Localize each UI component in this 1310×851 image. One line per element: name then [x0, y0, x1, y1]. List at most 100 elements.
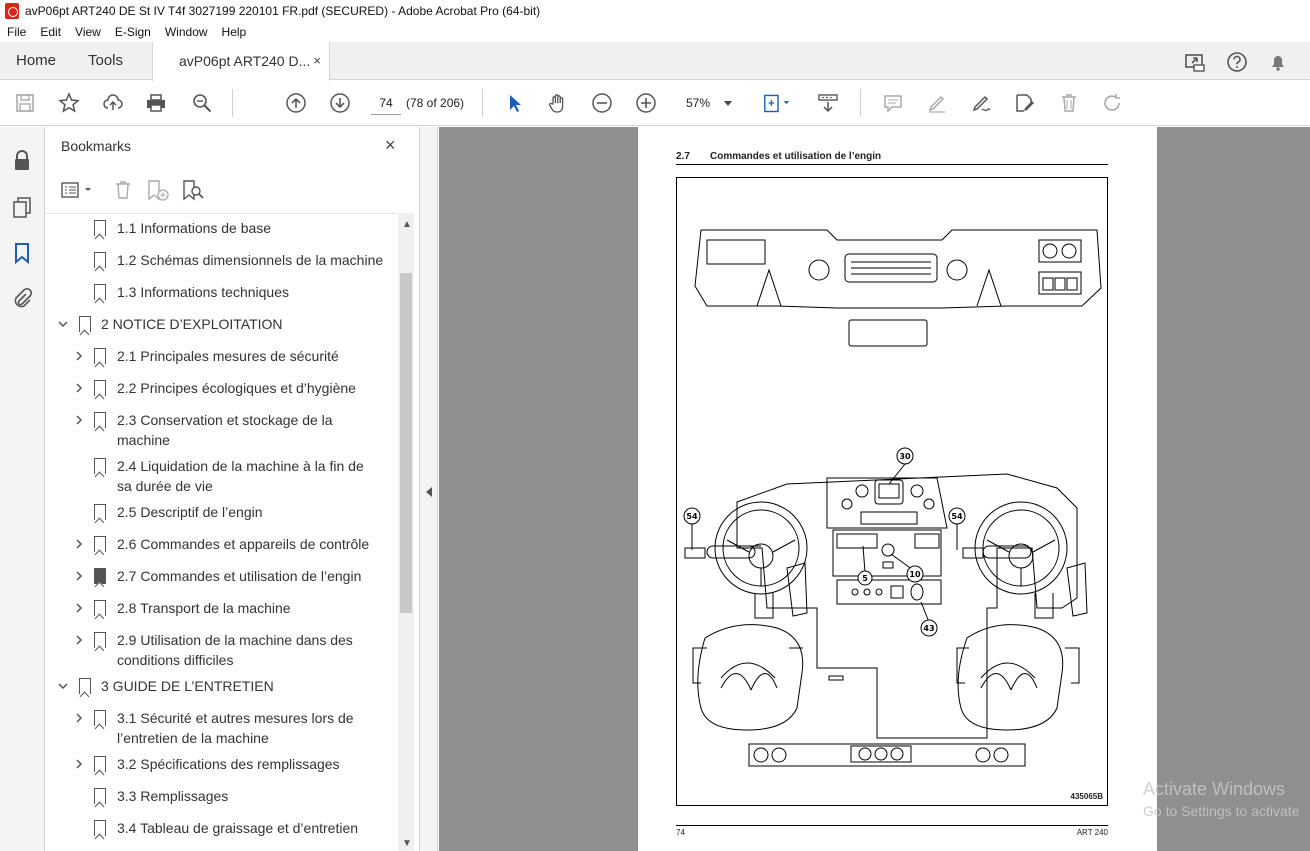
footer-page-number: 74	[676, 828, 685, 837]
share-screen-icon[interactable]	[1184, 51, 1206, 73]
select-cursor-icon[interactable]	[503, 91, 527, 115]
watermark-line-1: Activate Windows	[1143, 779, 1286, 799]
bookmark-item-current[interactable]: 2.7 Commandes et utilisation de l’engin	[45, 566, 397, 590]
bookmark-options-icon[interactable]	[61, 181, 95, 199]
bookmark-item[interactable]: 2.8 Transport de la machine	[45, 598, 397, 622]
menu-view[interactable]: View	[75, 25, 101, 39]
bookmark-label-continued: sa durée de vie	[117, 478, 213, 494]
bookmark-item[interactable]: 2.1 Principales mesures de sécurité	[45, 346, 397, 370]
chevron-down-icon[interactable]	[57, 680, 69, 692]
zoom-find-icon[interactable]	[190, 91, 214, 115]
highlight-pen-icon[interactable]	[925, 91, 949, 115]
close-icon[interactable]: ×	[385, 135, 396, 155]
attachments-paperclip-icon[interactable]	[10, 287, 34, 311]
find-bookmark-icon[interactable]	[181, 179, 205, 201]
chevron-right-icon[interactable]	[73, 350, 85, 362]
page-count-label: (78 of 206)	[406, 96, 465, 110]
chevron-right-icon[interactable]	[73, 602, 85, 614]
fit-page-icon[interactable]	[760, 91, 796, 115]
bookmark-label: 2.5 Descriptif de l’engin	[117, 504, 263, 520]
bookmark-item[interactable]: 2.3 Conservation et stockage de la machi…	[45, 410, 397, 454]
delete-bookmark-icon[interactable]	[113, 179, 133, 201]
zoom-in-icon[interactable]	[634, 91, 658, 115]
bookmark-icon	[94, 820, 106, 836]
bookmark-item[interactable]: 2.9 Utilisation de la machine dans des c…	[45, 630, 397, 674]
cab-controls-drawing: 30 54 54 5 10 43	[683, 229, 1102, 767]
new-bookmark-icon[interactable]	[146, 179, 170, 201]
bookmark-label: 2.2 Principes écologiques et d’hygiène	[117, 380, 356, 396]
next-page-icon[interactable]	[328, 91, 352, 115]
window-title: avP06pt ART240 DE St IV T4f 3027199 2201…	[25, 4, 541, 18]
callout-5: 5	[862, 574, 868, 583]
bookmark-icon	[94, 458, 106, 474]
chevron-right-icon[interactable]	[73, 382, 85, 394]
cab-controls-figure: 30 54 54 5 10 43 435065B	[676, 177, 1108, 806]
collapse-left-icon[interactable]	[426, 487, 432, 497]
menu-edit[interactable]: Edit	[40, 25, 62, 39]
page-number-input[interactable]: 74	[371, 91, 401, 115]
bookmark-item[interactable]: 3.4 Tableau de graissage et d’entretien	[45, 818, 397, 842]
menu-window[interactable]: Window	[164, 25, 208, 39]
bookmark-icon	[94, 600, 106, 616]
save-icon[interactable]	[13, 91, 37, 115]
bookmark-item[interactable]: 2 NOTICE D’EXPLOITATION	[45, 314, 397, 338]
tab-close-icon[interactable]: ×	[313, 53, 321, 68]
bookmark-icon	[94, 504, 106, 520]
upload-cloud-icon[interactable]	[101, 91, 125, 115]
help-icon[interactable]	[1226, 51, 1248, 73]
menu-help[interactable]: Help	[221, 25, 247, 39]
tab-home[interactable]: Home	[16, 52, 57, 69]
delete-icon[interactable]	[1057, 91, 1081, 115]
hand-tool-icon[interactable]	[546, 91, 570, 115]
bookmarks-panel-icon[interactable]	[10, 241, 34, 265]
bookmarks-scrollbar[interactable]: ▲ ▼	[398, 213, 414, 851]
bookmark-icon	[94, 568, 106, 584]
zoom-select[interactable]: 57%	[678, 91, 740, 115]
zoom-out-icon[interactable]	[590, 91, 614, 115]
bookmark-item[interactable]: 2.2 Principes écologiques et d’hygiène	[45, 378, 397, 402]
bookmark-item[interactable]: 2.6 Commandes et appareils de contrôle	[45, 534, 397, 558]
print-icon[interactable]	[144, 91, 168, 115]
bookmark-item[interactable]: 3 GUIDE DE L’ENTRETIEN	[45, 676, 397, 700]
toolbar: 74 (78 of 206) 57%	[0, 81, 1310, 126]
bookmark-item[interactable]: 2.4 Liquidation de la machine à la fin d…	[45, 456, 397, 500]
bookmark-item[interactable]: 3.1 Sécurité et autres mesures lors de l…	[45, 708, 397, 752]
bookmark-item[interactable]: 1.2 Schémas dimensionnels de la machine	[45, 250, 397, 274]
bookmark-item[interactable]: 3.3 Remplissages	[45, 786, 397, 810]
bookmark-icon	[94, 284, 106, 300]
menu-esign[interactable]: E-Sign	[114, 25, 151, 39]
page-thumbnails-icon[interactable]	[10, 195, 34, 219]
bookmark-star-icon[interactable]	[57, 91, 81, 115]
zoom-value: 57%	[686, 96, 711, 110]
chevron-right-icon[interactable]	[73, 414, 85, 426]
menu-file[interactable]: File	[7, 25, 27, 39]
callout-30: 30	[899, 452, 911, 461]
watermark-line-2: Go to Settings to activate	[1143, 803, 1300, 819]
sign-pen-icon[interactable]	[969, 91, 993, 115]
scroll-down-icon[interactable]: ▼	[402, 838, 412, 849]
chevron-right-icon[interactable]	[73, 758, 85, 770]
comment-icon[interactable]	[881, 91, 905, 115]
bookmark-item[interactable]: 1.1 Informations de base	[45, 218, 397, 242]
panel-collapse-handle[interactable]	[420, 127, 438, 851]
scroll-thumb[interactable]	[400, 273, 412, 613]
tab-tools[interactable]: Tools	[88, 52, 124, 69]
edit-pdf-icon[interactable]	[1012, 91, 1036, 115]
notifications-bell-icon[interactable]	[1267, 51, 1289, 73]
bookmark-item[interactable]: 1.3 Informations techniques	[45, 282, 397, 306]
chevron-down-icon[interactable]	[57, 318, 69, 330]
scrolling-mode-icon[interactable]	[816, 91, 840, 115]
security-lock-icon[interactable]	[10, 149, 34, 173]
chevron-right-icon[interactable]	[73, 570, 85, 582]
rotate-icon[interactable]	[1100, 91, 1124, 115]
chevron-right-icon[interactable]	[73, 634, 85, 646]
bookmark-item[interactable]: 3.2 Spécifications des remplissages	[45, 754, 397, 778]
scroll-up-icon[interactable]: ▲	[402, 219, 412, 230]
chevron-right-icon[interactable]	[73, 712, 85, 724]
tab-document[interactable]: avP06pt ART240 D... ×	[152, 42, 330, 81]
chevron-right-icon[interactable]	[73, 538, 85, 550]
bookmark-item[interactable]: 2.5 Descriptif de l’engin	[45, 502, 397, 526]
bookmark-list: 1.1 Informations de base 1.2 Schémas dim…	[45, 213, 397, 851]
previous-page-icon[interactable]	[284, 91, 308, 115]
